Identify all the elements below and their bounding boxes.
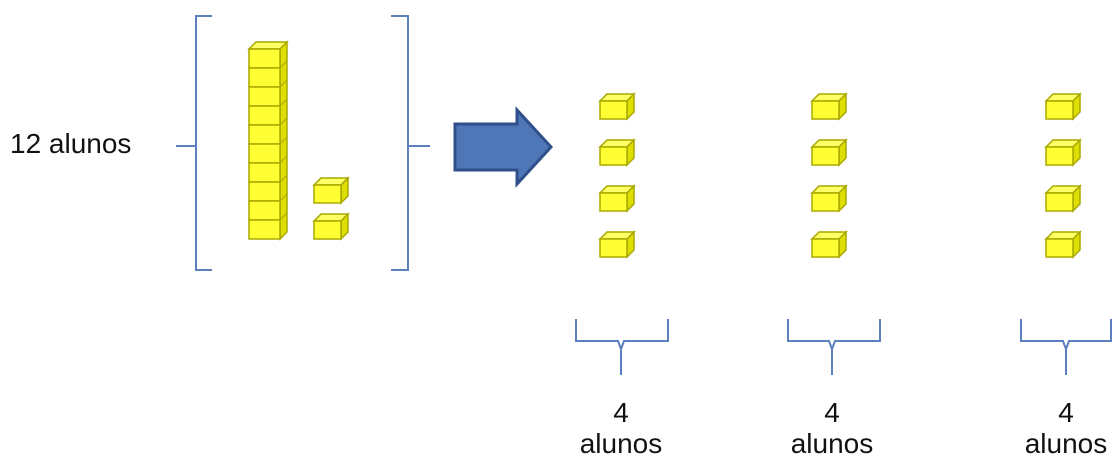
- group-label-3: 4 alunos: [1006, 397, 1113, 460]
- ten-rod-side-divider: [279, 212, 288, 221]
- ten-rod-side-divider: [279, 193, 288, 202]
- group-3-cube: [1044, 92, 1082, 121]
- ten-rod-unit: [248, 124, 281, 145]
- group-1-cube: [598, 184, 636, 213]
- ten-rod-unit: [248, 200, 281, 221]
- group-brace-1: [575, 319, 669, 352]
- group-1-cube: [598, 92, 636, 121]
- left-bracket: [195, 15, 212, 271]
- ten-rod-unit: [248, 143, 281, 164]
- group-count-1: 4: [613, 397, 629, 428]
- ten-rod-unit: [248, 48, 281, 69]
- group-1-cube: [598, 138, 636, 167]
- group-unit-2: alunos: [790, 427, 874, 459]
- group-unit-1: alunos: [579, 427, 663, 459]
- group-3-cube: [1044, 184, 1082, 213]
- group-label-2: 4 alunos: [772, 397, 892, 460]
- ten-rod-cube-stack: [247, 40, 289, 241]
- group-3-cube: [1044, 230, 1082, 259]
- group-2-cube: [810, 92, 848, 121]
- group-count-2: 4: [824, 397, 840, 428]
- group-2-cube: [810, 138, 848, 167]
- ten-rod-side-divider: [279, 155, 288, 164]
- group-count-3: 4: [1058, 397, 1074, 428]
- total-label: 12 alunos: [10, 128, 132, 159]
- single-cube: [312, 176, 350, 205]
- ten-rod-unit: [248, 67, 281, 88]
- ten-rod-side-divider: [279, 98, 288, 107]
- ten-rod-side-divider: [279, 79, 288, 88]
- ten-rod-unit: [248, 162, 281, 183]
- ten-rod-side-divider: [279, 174, 288, 183]
- ten-rod-side-divider: [279, 117, 288, 126]
- group-brace-3: [1020, 319, 1112, 352]
- ten-rod-side-divider: [279, 60, 288, 69]
- ten-rod-side-divider: [279, 136, 288, 145]
- right-arrow-icon: [453, 106, 554, 188]
- ten-rod-unit: [248, 105, 281, 126]
- ten-rod-side-divider: [279, 41, 288, 50]
- group-label-1: 4 alunos: [561, 397, 681, 460]
- single-cube: [312, 212, 350, 241]
- group-2-cube: [810, 184, 848, 213]
- group-unit-3: alunos: [1024, 427, 1108, 459]
- group-1-cube: [598, 230, 636, 259]
- cubes-layer: [247, 40, 1082, 259]
- group-brace-2: [787, 319, 881, 352]
- ten-rod-unit: [248, 86, 281, 107]
- ten-rod-unit: [248, 181, 281, 202]
- right-bracket: [391, 15, 409, 271]
- group-3-cube: [1044, 138, 1082, 167]
- ten-rod-unit: [248, 219, 281, 240]
- group-2-cube: [810, 230, 848, 259]
